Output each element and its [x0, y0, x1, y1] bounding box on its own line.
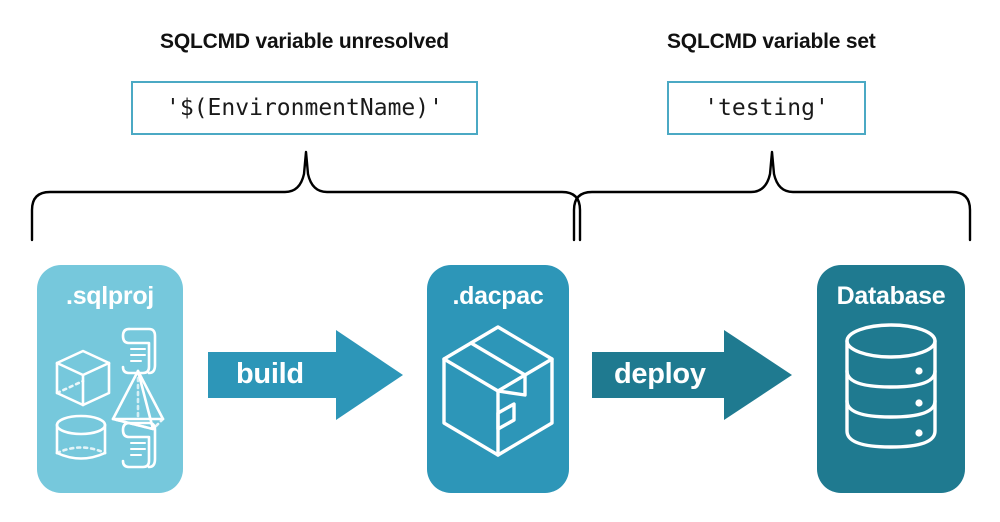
dacpac-icon-group: [427, 319, 569, 469]
cylinder-wireframe-icon: [55, 414, 107, 460]
arrow-shape: [208, 330, 403, 420]
package-box-icon: [442, 325, 554, 457]
cube-wireframe-icon: [55, 349, 111, 407]
curly-brace-icon: [30, 150, 582, 242]
section-heading-left: SQLCMD variable unresolved: [160, 30, 449, 53]
pyramid-wireframe-icon: [111, 369, 165, 431]
artifact-card-label: .dacpac: [452, 282, 544, 310]
curly-brace-left: [30, 150, 582, 247]
arrow-build: build: [208, 330, 403, 425]
curly-brace-icon: [572, 150, 972, 242]
artifact-card-label: .sqlproj: [66, 282, 154, 310]
arrow-label-build: build: [236, 358, 304, 390]
artifact-card-database: Database: [817, 265, 965, 493]
artifact-card-sqlproj: .sqlproj: [37, 265, 183, 493]
curly-brace-right: [572, 150, 972, 247]
scroll-icon: [121, 421, 157, 469]
scroll-icon: [121, 327, 157, 375]
code-value-box-unresolved: '$(EnvironmentName)': [131, 81, 478, 135]
artifact-card-label: Database: [836, 282, 946, 310]
arrow-shape: [592, 330, 792, 420]
database-icon-group: [817, 319, 965, 459]
sqlproj-icon-group: [37, 319, 183, 479]
arrow-deploy: deploy: [592, 330, 792, 425]
code-value-box-set: 'testing': [667, 81, 866, 135]
section-heading-right: SQLCMD variable set: [667, 30, 876, 53]
database-cylinder-icon: [845, 323, 937, 449]
arrow-label-deploy: deploy: [614, 358, 706, 390]
artifact-card-dacpac: .dacpac: [427, 265, 569, 493]
